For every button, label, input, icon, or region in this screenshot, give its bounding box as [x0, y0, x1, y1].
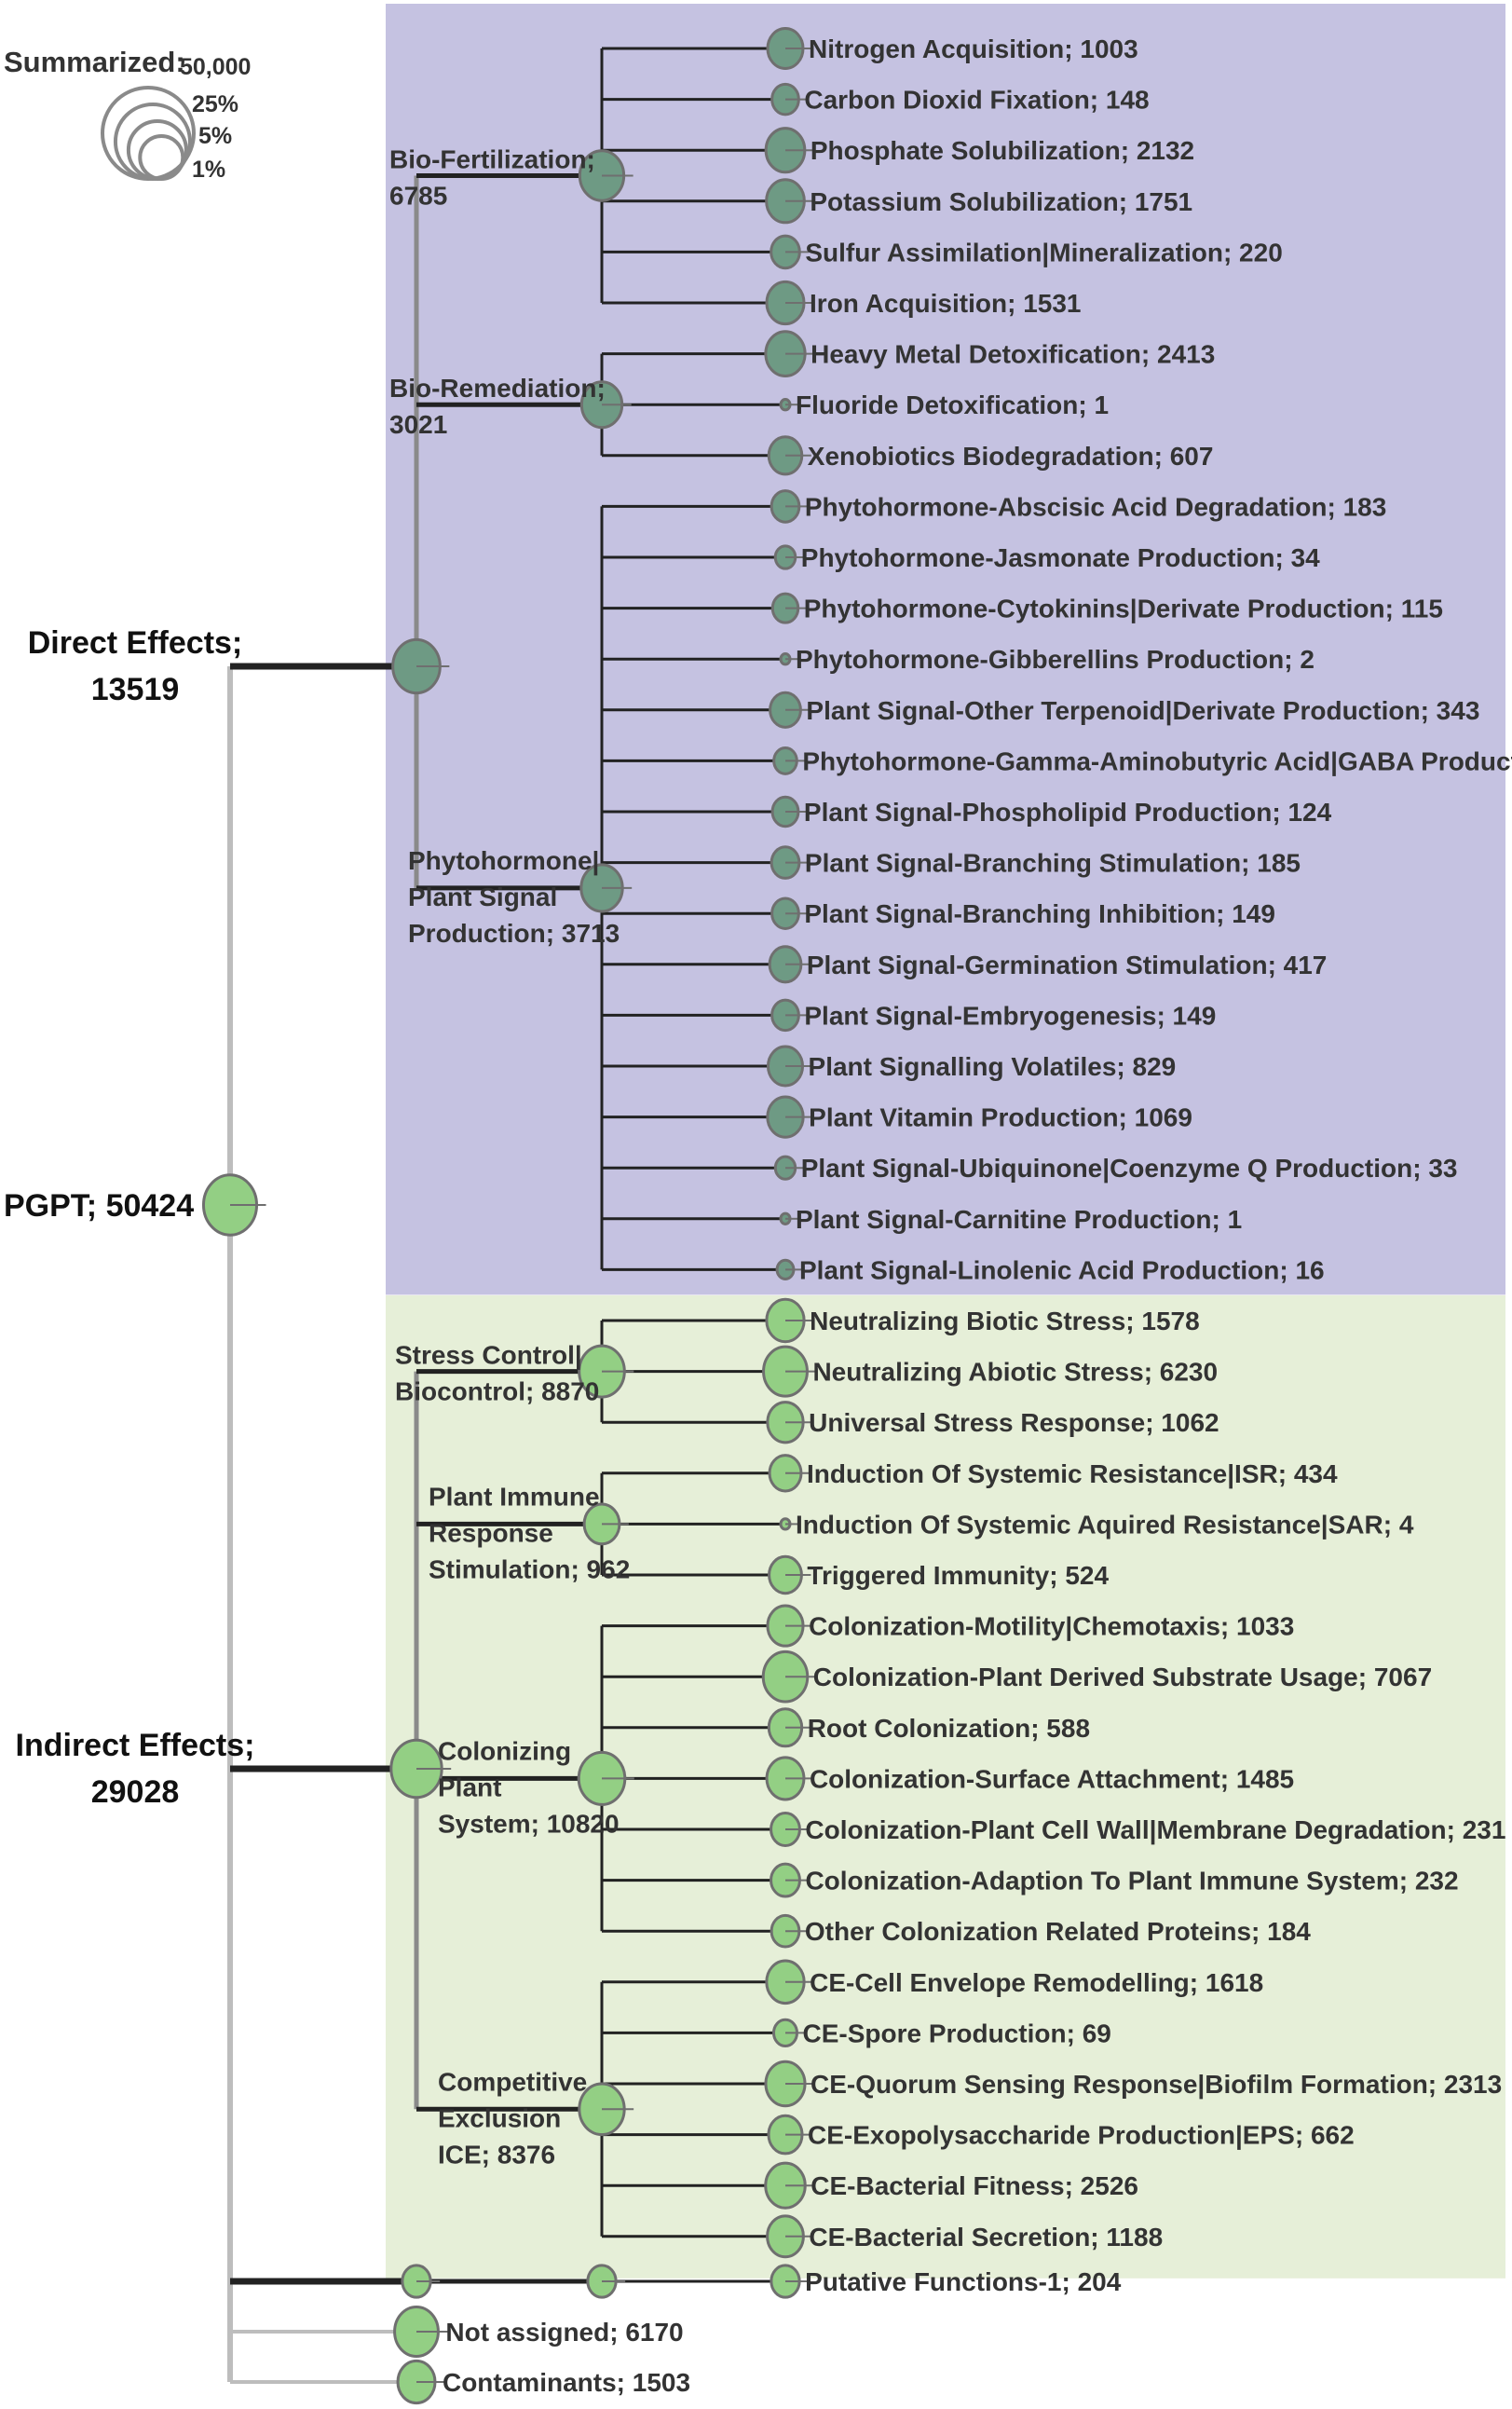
tree-nodes	[201, 27, 817, 2405]
leaf-plant-signal-other-terpenoid-derivate-production-label: Plant Signal-Other Terpenoid|Derivate Pr…	[806, 696, 1479, 725]
leaf-phytohormone-jasmonate-production-34-label: Phytohormone-Jasmonate Production; 34	[801, 543, 1320, 572]
leaf-triggered-immunity-524-label: Triggered Immunity; 524	[807, 1561, 1109, 1590]
subgroup-competitive-exclusion-ice-8376-label-line-2: ICE; 8376	[438, 2140, 555, 2169]
leaf-ce-quorum-sensing-response-biofilm-formation-231-label: CE-Quorum Sensing Response|Biofilm Forma…	[810, 2070, 1502, 2099]
leaf-plant-signal-germination-stimulation-417-label: Plant Signal-Germination Stimulation; 41…	[807, 951, 1328, 979]
leaf-root-colonization-588-label: Root Colonization; 588	[808, 1714, 1090, 1743]
leaf-ce-cell-envelope-remodelling-1618-label: CE-Cell Envelope Remodelling; 1618	[810, 1968, 1263, 1997]
leaf-fluoride-detoxification-1-label: Fluoride Detoxification; 1	[796, 390, 1109, 419]
leaf-plant-signal-branching-inhibition-149-label: Plant Signal-Branching Inhibition; 149	[804, 899, 1275, 928]
subgroup-plant-immune-response-stimulation-962-label-line-1: Response	[429, 1518, 553, 1547]
leaf-plant-signal-branching-stimulation-185-label: Plant Signal-Branching Stimulation; 185	[805, 849, 1301, 878]
group-indirect-effects-label-line-0: Indirect Effects;	[16, 1728, 255, 1763]
legend-circles	[101, 86, 196, 181]
leaf-plant-signal-linolenic-acid-production-16-label: Plant Signal-Linolenic Acid Production; …	[799, 1255, 1325, 1284]
leaf-carbon-dioxid-fixation-148-label: Carbon Dioxid Fixation; 148	[804, 86, 1149, 115]
group-direct-effects-label-line-1: 13519	[91, 672, 180, 707]
leaf-plant-signal-carnitine-production-1-label: Plant Signal-Carnitine Production; 1	[796, 1205, 1242, 1234]
leaf-ce-spore-production-69-label: CE-Spore Production; 69	[802, 2019, 1110, 2047]
leaf-other-colonization-related-proteins-184-label: Other Colonization Related Proteins; 184	[805, 1917, 1311, 1946]
subgroup-bio-remediation-3021-label-line-0: Bio-Remediation;	[389, 374, 606, 403]
leaf-plant-signal-phospholipid-production-124-label: Plant Signal-Phospholipid Production; 12…	[804, 798, 1332, 827]
group-direct-effects-label-line-0: Direct Effects;	[28, 625, 243, 661]
group-indirect-effects-label-line-1: 29028	[91, 1774, 180, 1810]
subgroup-phytohormone-plant-signal-production-3713-label-line-1: Plant Signal	[408, 883, 557, 911]
subgroup-competitive-exclusion-ice-8376-label-line-1: Exclusion	[438, 2103, 561, 2132]
subgroup-colonizing-plant-system-10820-label-line-0: Colonizing	[438, 1736, 571, 1765]
subgroup-bio-fertilization-6785-label-line-0: Bio-Fertilization;	[389, 145, 595, 174]
size-legend: Summarized: 50,000 25% 5% 1%	[4, 46, 251, 183]
subgroup-bio-fertilization-6785-label-line-1: 6785	[389, 182, 447, 211]
leaf-colonization-plant-derived-substrate-usage-7067-label: Colonization-Plant Derived Substrate Usa…	[813, 1663, 1432, 1691]
leaf-ce-bacterial-fitness-2526-label: CE-Bacterial Fitness; 2526	[810, 2171, 1138, 2200]
leaf-plant-signal-embryogenesis-149-label: Plant Signal-Embryogenesis; 149	[804, 1001, 1216, 1030]
legend-size-1pct: 1%	[192, 157, 225, 183]
subgroup-plant-immune-response-stimulation-962-label-line-0: Plant Immune	[429, 1482, 600, 1511]
subgroup-phytohormone-plant-signal-production-3713-label-line-0: Phytohormone|	[408, 846, 599, 875]
leaf-xenobiotics-biodegradation-607-label: Xenobiotics Biodegradation; 607	[808, 442, 1214, 471]
leaf-potassium-solubilization-1751-label: Potassium Solubilization; 1751	[810, 187, 1192, 216]
indirect-effects-panel	[386, 1295, 1505, 2279]
subgroup-colonizing-plant-system-10820-label-line-2: System; 10820	[438, 1809, 620, 1838]
legend-size-50000: 50,000	[180, 54, 251, 80]
subgroup-phytohormone-plant-signal-production-3713-label-line-2: Production; 3713	[408, 919, 620, 948]
leaf-colonization-surface-attachment-1485-label: Colonization-Surface Attachment; 1485	[810, 1764, 1294, 1793]
leaf-phytohormone-gamma-aminobutyric-acid-gaba-produc-label: Phytohormone-Gamma-Aminobutyric Acid|GAB…	[802, 746, 1512, 775]
group-not-assigned-6170-label-line-0: Not assigned; 6170	[445, 2318, 683, 2347]
subgroup-competitive-exclusion-ice-8376-label-line-0: Competitive	[438, 2067, 587, 2096]
leaf-phytohormone-gibberellins-production-2-label: Phytohormone-Gibberellins Production; 2	[796, 645, 1314, 674]
leaf-ce-exopolysaccharide-production-eps-662-label: CE-Exopolysaccharide Production|EPS; 662	[808, 2121, 1355, 2150]
leaf-sulfur-assimilation-mineralization-220-label: Sulfur Assimilation|Mineralization; 220	[805, 238, 1282, 267]
subgroup-stress-control-biocontrol-8870-label-line-0: Stress Control|	[395, 1341, 582, 1370]
leaf-universal-stress-response-1062-label: Universal Stress Response; 1062	[809, 1408, 1219, 1437]
leaf-heavy-metal-detoxification-2413-label: Heavy Metal Detoxification; 2413	[810, 340, 1215, 369]
legend-circle-3	[138, 134, 185, 181]
leaf-putative-functions-1-204-label: Putative Functions-1; 204	[805, 2267, 1122, 2296]
legend-size-5pct: 5%	[198, 123, 232, 149]
leaf-phytohormone-abscisic-acid-degradation-183-label: Phytohormone-Abscisic Acid Degradation; …	[805, 492, 1386, 521]
root-label: PGPT; 50424	[4, 1188, 194, 1224]
leaf-phytohormone-cytokinins-derivate-production-115-label: Phytohormone-Cytokinins|Derivate Product…	[804, 595, 1443, 623]
leaf-ce-bacterial-secretion-1188-label: CE-Bacterial Secretion; 1188	[809, 2223, 1163, 2252]
leaf-plant-signal-ubiquinone-coenzyme-q-production-33-label: Plant Signal-Ubiquinone|Coenzyme Q Produ…	[801, 1154, 1458, 1183]
subgroup-colonizing-plant-system-10820-label-line-1: Plant	[438, 1773, 501, 1801]
leaf-plant-signalling-volatiles-829-label: Plant Signalling Volatiles; 829	[809, 1052, 1177, 1081]
leaf-colonization-motility-chemotaxis-1033-label: Colonization-Motility|Chemotaxis; 1033	[809, 1612, 1294, 1641]
subgroup-plant-immune-response-stimulation-962-label-line-2: Stimulation; 962	[429, 1554, 630, 1583]
tree-edges	[227, 47, 785, 2384]
leaf-iron-acquisition-1531-label: Iron Acquisition; 1531	[810, 289, 1081, 318]
leaf-induction-of-systemic-resistance-isr-434-label: Induction Of Systemic Resistance|ISR; 43…	[807, 1459, 1338, 1488]
leaf-plant-vitamin-production-1069-label: Plant Vitamin Production; 1069	[809, 1103, 1192, 1132]
leaf-phosphate-solubilization-2132-label: Phosphate Solubilization; 2132	[810, 136, 1194, 165]
background-panels	[386, 4, 1505, 2279]
leaf-neutralizing-abiotic-stress-6230-label: Neutralizing Abiotic Stress; 6230	[812, 1358, 1218, 1387]
subgroup-bio-remediation-3021-label-line-1: 3021	[389, 410, 447, 439]
subgroup-stress-control-biocontrol-8870-label-line-1: Biocontrol; 8870	[395, 1377, 599, 1406]
group-contaminants-1503-label-line-0: Contaminants; 1503	[443, 2368, 690, 2397]
leaf-colonization-plant-cell-wall-membrane-degradatio-label: Colonization-Plant Cell Wall|Membrane De…	[805, 1815, 1505, 1844]
leaf-neutralizing-biotic-stress-1578-label: Neutralizing Biotic Stress; 1578	[810, 1307, 1200, 1335]
leaf-nitrogen-acquisition-1003-label: Nitrogen Acquisition; 1003	[809, 34, 1138, 63]
direct-effects-panel	[386, 4, 1505, 1295]
leaf-colonization-adaption-to-plant-immune-system-232-label: Colonization-Adaption To Plant Immune Sy…	[805, 1867, 1458, 1896]
leaf-induction-of-systemic-aquired-resistance-sar-4-label: Induction Of Systemic Aquired Resistance…	[796, 1510, 1414, 1539]
legend-title: Summarized:	[4, 46, 185, 78]
legend-size-25pct: 25%	[192, 91, 238, 117]
